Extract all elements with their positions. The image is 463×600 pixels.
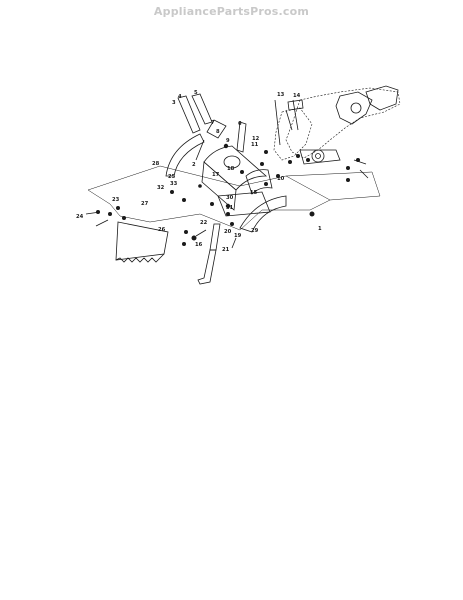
callout-label: 1 (318, 226, 322, 232)
frame-assembly (273, 85, 401, 165)
callout-label: 28 (152, 161, 160, 167)
depth-bar (197, 223, 221, 285)
rear-flap (115, 221, 169, 263)
callout-label: 8 (216, 129, 220, 135)
callout-label: 24 (76, 214, 84, 220)
callout-label: 2 (192, 162, 196, 168)
callout-label: 27 (141, 201, 149, 207)
callout-label: 22 (200, 220, 208, 226)
bracket-parts (177, 93, 304, 161)
callout-label: 23 (112, 197, 120, 203)
callout-label: 9 (226, 138, 230, 144)
callout-label: 21 (222, 247, 230, 253)
callout-label: 4 (178, 94, 182, 100)
housing-plate (87, 165, 381, 231)
callout-label: 15 (250, 190, 258, 196)
callout-label: 25 (168, 174, 176, 180)
callout-label: 6 (238, 121, 242, 127)
tine-shield-left (165, 133, 205, 177)
callout-label: 14 (293, 93, 301, 99)
callout-label: 11 (251, 142, 259, 148)
callout-label: 20 (224, 229, 232, 235)
callout-label: 10 (277, 176, 285, 182)
callout-label: 29 (251, 228, 259, 234)
callout-label: 32 (157, 185, 165, 191)
callout-label: 7 (211, 120, 215, 126)
callout-label: 19 (234, 233, 242, 239)
callout-label: 18 (227, 166, 235, 172)
callout-label: 16 (195, 242, 203, 248)
tine-shield-right (239, 195, 287, 233)
callout-label: 30 (226, 195, 234, 201)
fasteners (85, 109, 369, 249)
callout-label: 12 (252, 136, 260, 142)
drum-housing (201, 145, 273, 217)
watermark-text: AppliancePartsPros.com (153, 5, 310, 18)
callout-labels: 1 2 3 4 5 6 7 8 9 10 11 12 13 14 15 16 1… (76, 90, 322, 253)
callout-label: 33 (170, 181, 178, 187)
callout-label: 26 (158, 227, 166, 233)
callout-label: 3 (172, 100, 176, 106)
callout-label: 5 (194, 90, 198, 96)
callout-label: 13 (277, 92, 285, 98)
callout-label: 17 (212, 172, 220, 178)
callout-label: 31 (226, 205, 234, 211)
